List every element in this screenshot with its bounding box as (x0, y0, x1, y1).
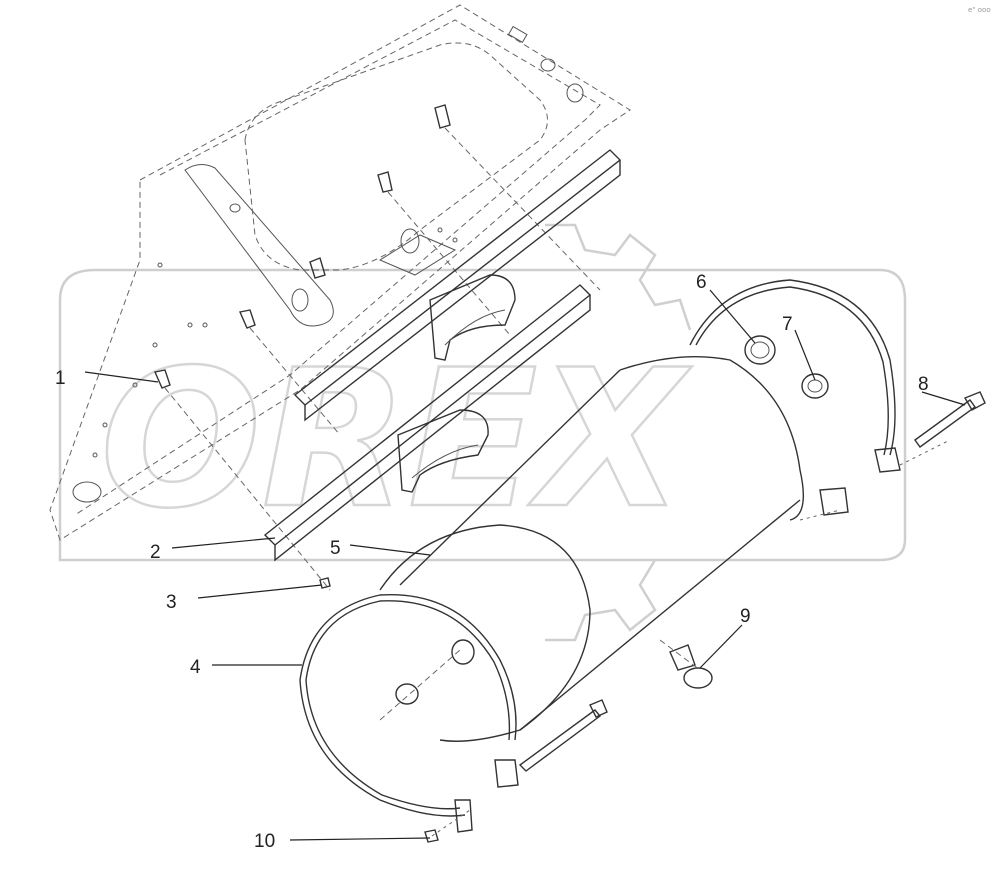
callout-2: 2 (150, 542, 161, 563)
mounting-rail-upper (293, 149, 622, 422)
callout-6: 6 (696, 272, 707, 293)
tank-strap-front (299, 593, 519, 833)
callout-10: 10 (254, 831, 275, 852)
callout-4: 4 (190, 657, 201, 678)
callout-9: 9 (740, 606, 751, 627)
callout-3: 3 (166, 592, 177, 613)
callout-8: 8 (918, 374, 929, 395)
callout-1: 1 (55, 368, 66, 389)
callout-labels: 1 2 3 4 5 6 7 8 9 10 (55, 272, 929, 852)
strap-bolt (914, 391, 986, 448)
callout-7: 7 (782, 314, 793, 335)
tank-bracket-upper (429, 274, 516, 361)
watermark-text: OREX (100, 329, 693, 550)
watermark-logo: OREX (58, 223, 907, 642)
bolt-assembly (154, 104, 601, 591)
fuel-level-sender (801, 373, 829, 399)
filler-cap (744, 335, 776, 365)
mounting-rail-lower (263, 284, 592, 562)
leader-lines (84, 289, 966, 841)
hose-clamp (659, 639, 713, 689)
tank-strap-rear (689, 279, 951, 521)
callout-5: 5 (330, 538, 341, 559)
nut (319, 577, 331, 589)
fuel-tank (379, 355, 804, 742)
frame-panel (49, 4, 631, 541)
lock-nut (424, 809, 471, 843)
tank-bracket-lower (397, 409, 489, 493)
corner-mark: e" ooo (968, 6, 991, 14)
long-bolt (518, 699, 608, 772)
